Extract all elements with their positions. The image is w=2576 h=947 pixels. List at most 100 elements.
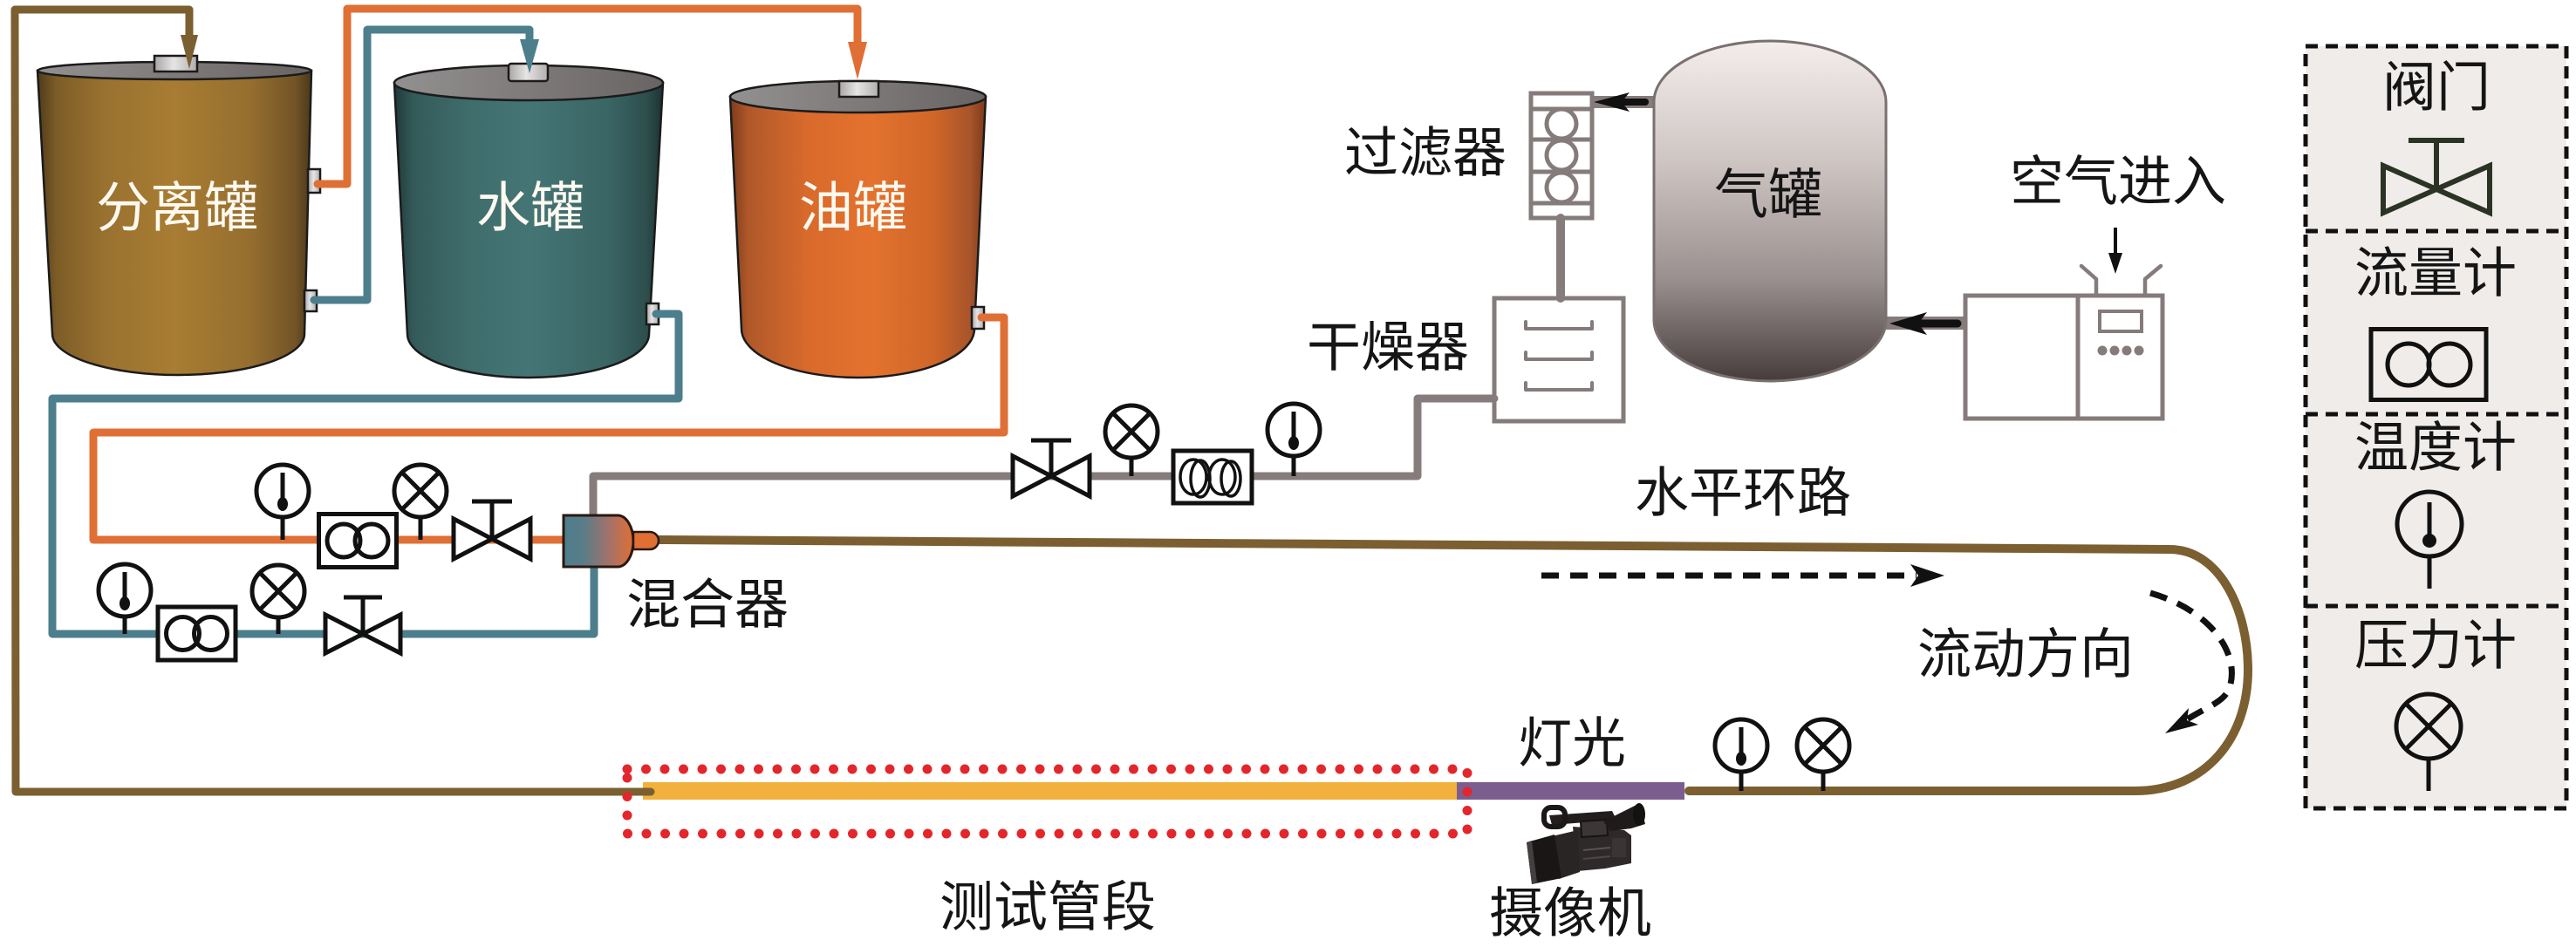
thermometer-bulb <box>1736 752 1746 766</box>
compressor-button-icon <box>2122 345 2132 356</box>
oil-line-thermometer-icon <box>254 462 311 540</box>
valve-body <box>2381 161 2492 217</box>
oil-line-pressure-gauge-icon <box>392 462 449 540</box>
test-section <box>643 782 1684 800</box>
separator-tank-body <box>36 69 313 377</box>
arrow-down-left-icon <box>2165 708 2198 733</box>
arrow-right-icon <box>1910 564 1944 587</box>
camera-mic-holder <box>1541 805 1568 829</box>
thermometer-icon <box>2395 489 2464 589</box>
legend-label-pressure-gauge: 压力计 <box>2354 614 2517 678</box>
mixer-outlet-nozzle <box>632 530 660 551</box>
test-section-highlight-box <box>622 764 1472 839</box>
water-tank-label: 水罐 <box>476 176 584 240</box>
pressure-gauge-cross <box>258 571 298 611</box>
gas-tank: 气罐 <box>1652 39 1888 383</box>
oil-tank: 油罐 <box>728 79 987 379</box>
legend-item-thermometer: 温度计 <box>2354 416 2517 589</box>
dryer: 干燥器 <box>1307 296 1626 424</box>
valve-body <box>451 514 533 563</box>
flow-meter-rotor <box>1179 458 1208 496</box>
water-supply-pipe <box>48 310 683 638</box>
water-line-valve-icon <box>323 595 403 657</box>
flow-meter-housing <box>317 512 399 569</box>
separator-tank-label: 分离罐 <box>96 176 258 240</box>
legend-border <box>2303 44 2569 811</box>
separator-to-oil-tank-pipe <box>313 4 862 188</box>
arrow-left-icon <box>1594 92 1630 112</box>
thermometer-bulb <box>120 596 130 610</box>
camera-eyecup <box>1633 803 1645 826</box>
water-line-flow-meter-icon <box>155 604 238 663</box>
light-section-pipe <box>1457 782 1684 800</box>
legend-item-pressure-gauge: 压力计 <box>2354 614 2517 791</box>
arrow-down-icon <box>2108 253 2122 274</box>
flow-meter-rotor <box>1220 460 1242 498</box>
oil-tank-inlet-nozzle <box>837 79 880 99</box>
pressure-gauge-icon <box>2394 692 2463 791</box>
oil-tank-body <box>728 95 987 379</box>
loop-pressure-gauge-icon <box>1794 717 1852 791</box>
gas-tank-label: 气罐 <box>1714 163 1822 227</box>
flow-meter-rotor <box>164 615 202 652</box>
gas-tank-body <box>1652 39 1888 383</box>
test-section-pipe <box>643 782 1457 800</box>
air-inlet-label: 空气进入 <box>2010 150 2226 214</box>
filter-label: 过滤器 <box>1344 121 1507 185</box>
valve-icon <box>2381 138 2492 217</box>
dryer-tray-icon <box>1524 320 1594 330</box>
water-line-thermometer-icon <box>96 562 154 634</box>
valve-body <box>323 610 403 657</box>
filter-element-icon <box>1544 138 1579 173</box>
flow-direction-arrow-straight <box>1541 564 1944 587</box>
gas-line-valve-icon <box>1010 438 1092 501</box>
mixture-return-pipe <box>10 5 655 796</box>
gas-tank-to-filter-connection <box>1590 92 1657 112</box>
filter: 过滤器 <box>1344 91 1595 221</box>
oil-tank-label: 油罐 <box>799 176 907 240</box>
water-tank-body <box>393 81 665 379</box>
thermometer-bulb <box>2422 534 2436 548</box>
gas-line-thermometer-icon <box>1265 401 1322 476</box>
filter-element-icon <box>1544 170 1579 205</box>
gas-line-flow-meter-icon <box>1171 448 1254 506</box>
separator-to-water-tank-pipe <box>310 25 534 304</box>
horizontal-loop-label: 水平环路 <box>1635 461 1851 525</box>
legend-item-valve: 阀门 <box>2381 56 2492 217</box>
gas-supply-pipe <box>589 394 1499 520</box>
pipes <box>10 4 2252 796</box>
air-compressor: 空气进入 <box>1963 150 2226 421</box>
thermometer-bulb <box>1288 436 1299 450</box>
valve-body <box>1010 452 1092 501</box>
separator-tank: 分离罐 <box>36 54 322 377</box>
compressor-to-gas-tank-connection <box>1884 312 1967 335</box>
camera-body-detail <box>1582 847 1611 851</box>
mixer-body <box>562 514 635 569</box>
separator-inlet-nozzle <box>153 54 199 73</box>
separator-inlet-arrow-icon <box>181 35 198 69</box>
camera-lcd-panel <box>1579 818 1609 839</box>
legend-label-thermometer: 温度计 <box>2354 416 2517 480</box>
flow-meter-rotor <box>325 521 363 560</box>
pressure-gauge-cross <box>1803 726 1843 766</box>
pressure-gauge-cross <box>2404 702 2453 751</box>
flow-meter-icon <box>2368 327 2489 402</box>
flow-meter-rotor <box>352 521 391 560</box>
legend-label-valve: 阀门 <box>2382 56 2491 119</box>
loop-thermometer-icon <box>1712 717 1770 791</box>
dryer-label: 干燥器 <box>1307 316 1469 379</box>
gas-line-pressure-gauge-icon <box>1103 403 1160 476</box>
mixer: 混合器 <box>562 514 789 637</box>
horizontal-loop-pipe <box>654 535 2252 795</box>
camera-lens-front <box>1527 841 1537 884</box>
flow-meter-rotor <box>1207 458 1237 496</box>
mixer-label: 混合器 <box>626 573 789 637</box>
water-line-pressure-gauge-icon <box>249 562 307 634</box>
dryer-tray-icon <box>1524 351 1594 361</box>
flow-direction-label: 流动方向 <box>1917 623 2134 686</box>
compressor-button-icon <box>2097 345 2108 356</box>
video-camera-icon <box>1527 803 1645 884</box>
flow-meter-housing <box>155 604 238 663</box>
